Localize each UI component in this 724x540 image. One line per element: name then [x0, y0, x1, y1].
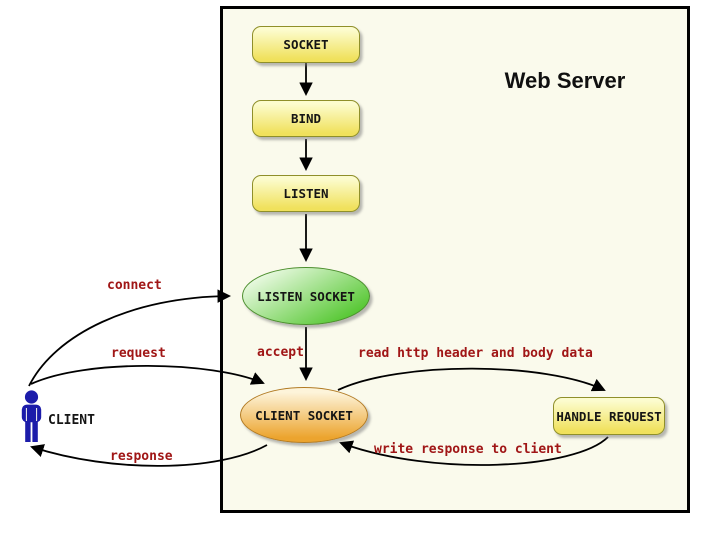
node-listen-socket: LISTEN SOCKET: [242, 267, 370, 325]
node-socket: SOCKET: [252, 26, 360, 63]
node-handle-request-label: HANDLE REQUEST: [556, 408, 662, 424]
node-bind: BIND: [252, 100, 360, 137]
client-person-icon: [21, 390, 42, 442]
node-listen-socket-label: LISTEN SOCKET: [257, 288, 355, 304]
diagram-title: Web Server: [504, 68, 626, 93]
edge-label-connect: connect: [107, 278, 162, 293]
edge-label-accept: accept: [257, 345, 304, 360]
node-client-socket-label: CLIENT SOCKET: [255, 407, 353, 423]
edge-label-read-http: read http header and body data: [358, 346, 593, 361]
arrow-read-http: [337, 367, 606, 392]
edge-label-write-response: write response to client: [374, 442, 562, 457]
arrow-response: [30, 444, 268, 467]
node-client-socket: CLIENT SOCKET: [240, 387, 368, 443]
node-listen-label: LISTEN: [283, 186, 329, 201]
arrow-write-response: [339, 436, 609, 466]
client-actor-label: CLIENT: [48, 413, 95, 428]
node-bind-label: BIND: [290, 111, 322, 126]
arrow-connect: [28, 289, 232, 387]
arrow-request: [30, 364, 265, 385]
node-socket-label: SOCKET: [283, 37, 329, 52]
node-listen: LISTEN: [252, 175, 360, 212]
node-handle-request: HANDLE REQUEST: [553, 397, 665, 435]
edge-label-request: request: [111, 346, 166, 361]
edge-label-response: response: [110, 449, 173, 464]
